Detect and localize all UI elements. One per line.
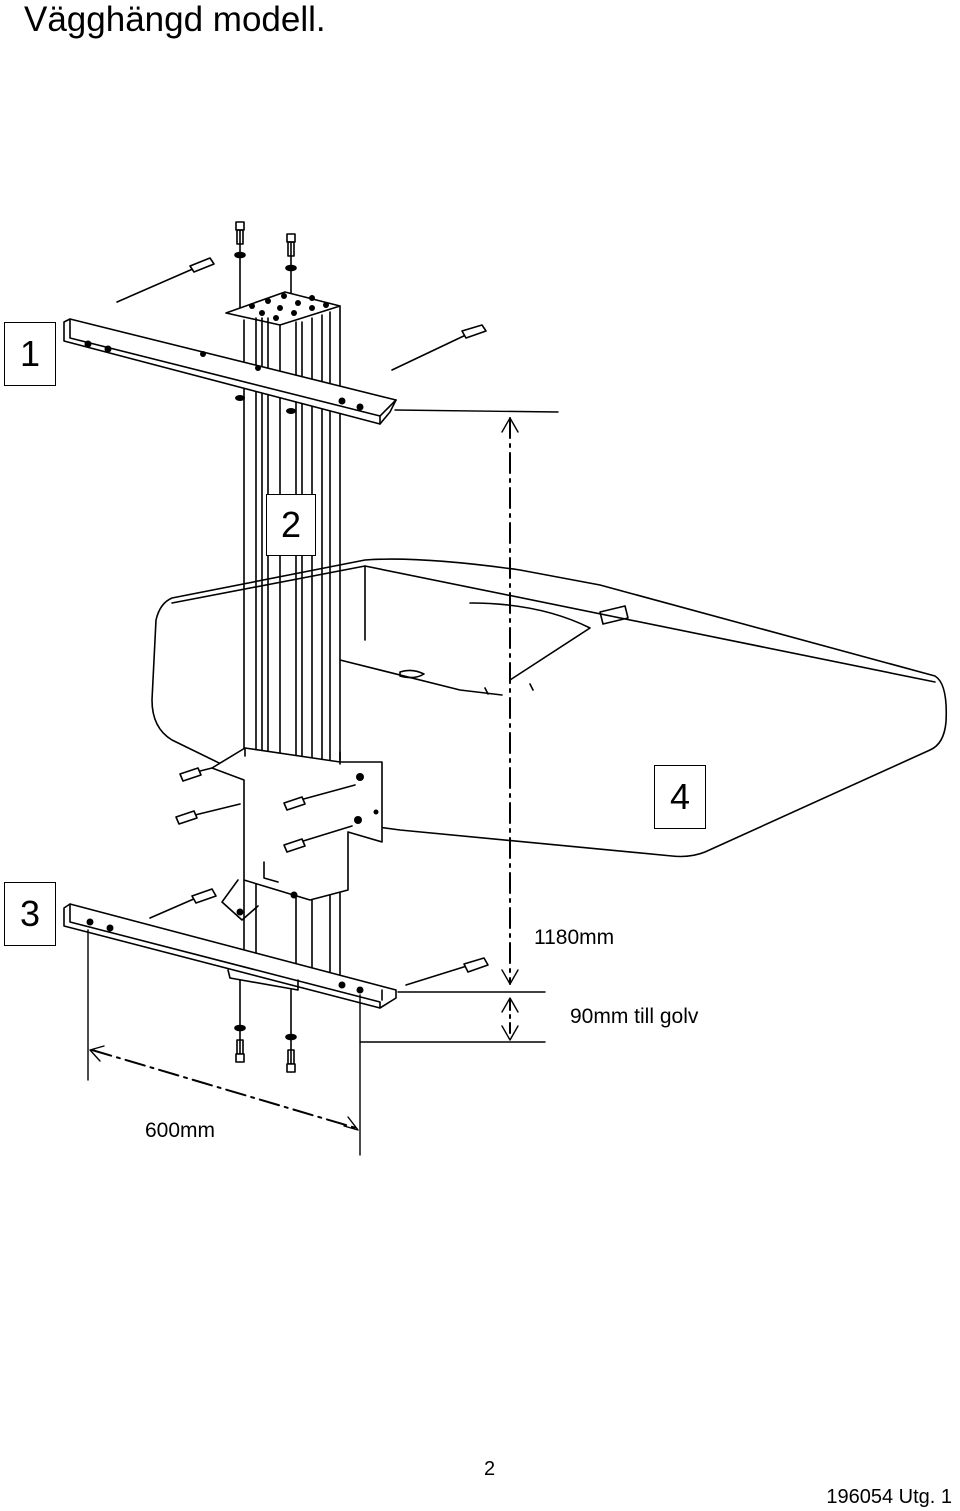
callout-1: 1	[4, 322, 56, 386]
page-title: Vägghängd modell.	[24, 0, 326, 39]
floor-clearance-label: 90mm till golv	[570, 1005, 699, 1028]
callout-3: 3	[4, 882, 56, 946]
height-dimension-label: 1180mm	[534, 926, 615, 949]
callout-4: 4	[654, 765, 706, 829]
width-dimension-label: 600mm	[145, 1119, 216, 1142]
table-top	[151, 558, 948, 858]
top-bolts	[116, 221, 487, 371]
bottom-rail	[63, 888, 489, 1009]
dimension-lines	[87, 409, 559, 1156]
document-reference: 196054 Utg. 1	[826, 1486, 952, 1508]
bottom-bolts	[234, 979, 297, 1073]
bracket	[175, 747, 383, 921]
callout-2: 2	[266, 494, 316, 556]
page-number: 2	[484, 1458, 496, 1480]
top-rail	[63, 318, 397, 425]
